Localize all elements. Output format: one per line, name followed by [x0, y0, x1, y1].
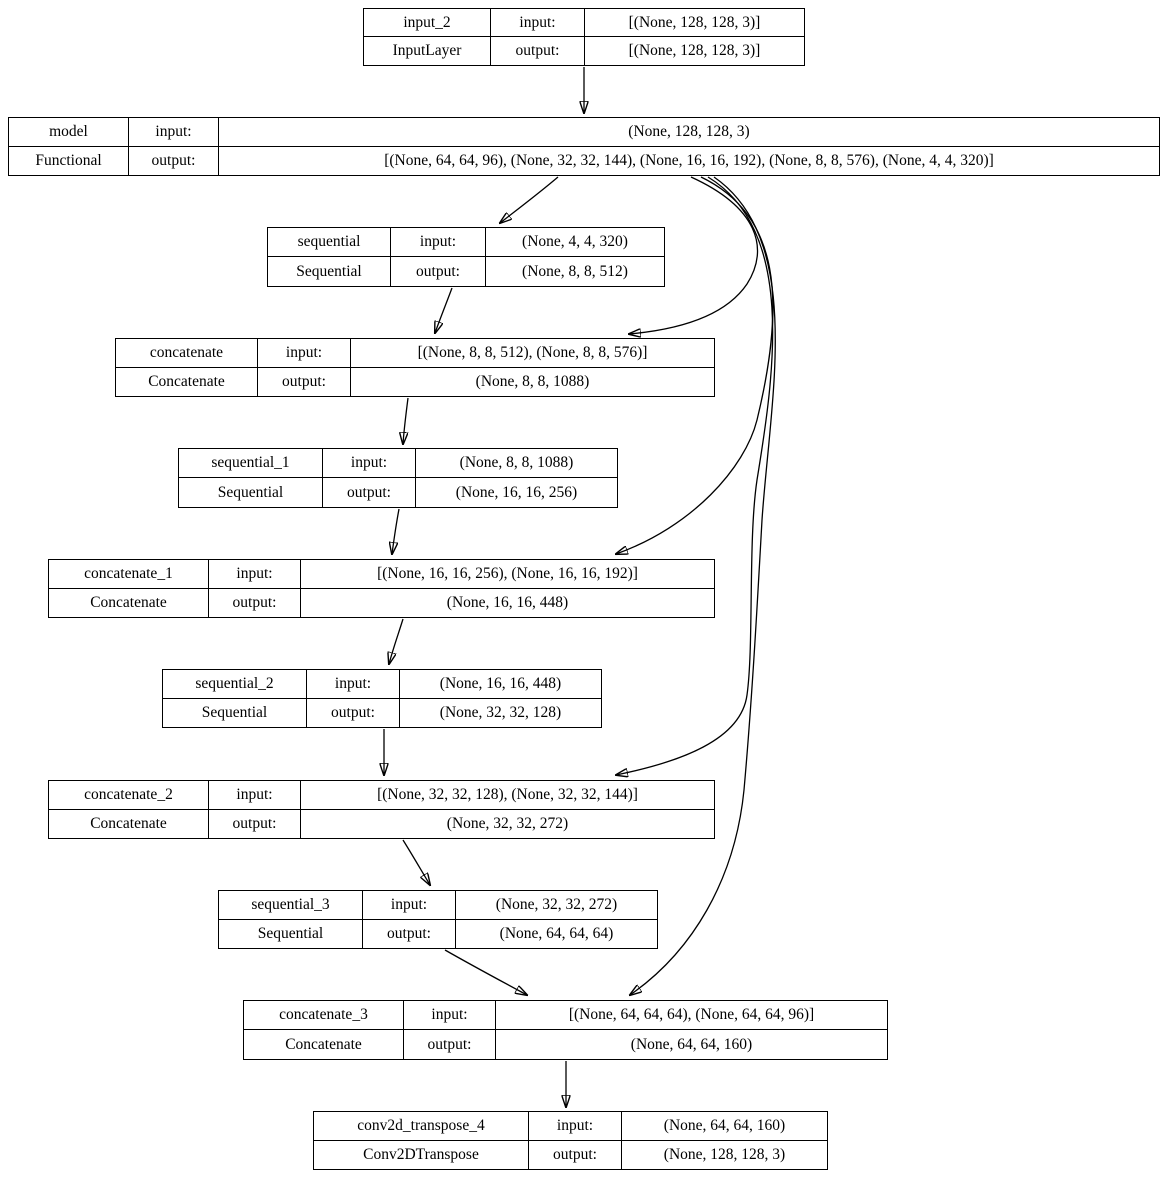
input-shape: [(None, 32, 32, 128), (None, 32, 32, 144…	[301, 781, 714, 810]
output-label: output:	[323, 478, 416, 507]
layer-type: Sequential	[219, 919, 363, 948]
layer-node-concatenate_1: concatenate_1 input: [(None, 16, 16, 256…	[48, 559, 715, 618]
layer-node-model: model input: (None, 128, 128, 3) Functio…	[8, 117, 1160, 176]
input-label: input:	[404, 1001, 496, 1030]
edge-sequential-to-concatenate	[435, 287, 453, 333]
layer-type: Concatenate	[244, 1030, 404, 1059]
edge-concatenate-to-sequential_1	[403, 397, 409, 444]
input-label: input:	[491, 9, 585, 37]
input-shape: [(None, 8, 8, 512), (None, 8, 8, 576)]	[351, 339, 714, 368]
layer-name: input_2	[364, 9, 491, 37]
edge-model-to-concatenate	[629, 176, 759, 334]
layer-name: concatenate_2	[49, 781, 209, 810]
input-shape: [(None, 16, 16, 256), (None, 16, 16, 192…	[301, 560, 714, 589]
output-shape: (None, 64, 64, 64)	[499, 925, 614, 942]
layer-type: Concatenate	[116, 367, 258, 396]
edge-model-to-concatenate_2	[616, 176, 774, 775]
output-shape: (None, 8, 8, 1088)	[475, 373, 590, 390]
output-shape: (None, 8, 8, 512)	[522, 262, 628, 280]
output-label: output:	[258, 367, 351, 396]
layer-node-sequential_1: sequential_1 input: (None, 8, 8, 1088) S…	[178, 448, 618, 508]
layer-node-sequential_2: sequential_2 input: (None, 16, 16, 448) …	[162, 669, 602, 728]
input-label: input:	[258, 339, 351, 368]
layer-node-sequential: sequential input: (None, 4, 4, 320) Sequ…	[267, 227, 665, 287]
output-label: output:	[307, 698, 400, 727]
input-shape: (None, 16, 16, 448)	[400, 670, 601, 699]
layer-node-concatenate: concatenate input: [(None, 8, 8, 512), (…	[115, 338, 715, 397]
layer-name: sequential_3	[219, 891, 363, 920]
input-label: input:	[529, 1112, 622, 1141]
layer-name: concatenate	[116, 339, 258, 368]
output-shape: [(None, 128, 128, 3)]	[628, 42, 761, 60]
input-label: input:	[307, 670, 400, 699]
layer-type: Conv2DTranspose	[314, 1140, 529, 1169]
edge-concatenate_2-to-sequential_3	[402, 839, 430, 885]
input-shape: (None, 64, 64, 160)	[622, 1112, 827, 1141]
input-label: input:	[129, 118, 219, 147]
layer-name: concatenate_3	[244, 1001, 404, 1030]
input-label: input:	[209, 560, 301, 589]
output-shape: (None, 16, 16, 256)	[455, 483, 578, 501]
output-label: output:	[209, 809, 301, 838]
input-shape: (None, 4, 4, 320)	[486, 228, 664, 257]
output-label: output:	[209, 588, 301, 617]
layer-node-input_2: input_2 input: [(None, 128, 128, 3)] Inp…	[363, 8, 805, 66]
layer-node-sequential_3: sequential_3 input: (None, 32, 32, 272) …	[218, 890, 658, 949]
layer-type: Concatenate	[49, 809, 209, 838]
layer-type: Sequential	[163, 698, 307, 727]
input-shape: (None, 32, 32, 272)	[456, 891, 657, 920]
layer-name: concatenate_1	[49, 560, 209, 589]
layer-node-conv2d_transpose_4: conv2d_transpose_4 input: (None, 64, 64,…	[313, 1111, 828, 1170]
layer-type: Concatenate	[49, 588, 209, 617]
input-label: input:	[363, 891, 456, 920]
input-shape: [(None, 128, 128, 3)]	[585, 9, 804, 37]
edge-sequential_3-to-concatenate_3	[444, 949, 527, 995]
output-label: output:	[391, 257, 486, 286]
layer-name: conv2d_transpose_4	[314, 1112, 529, 1141]
output-label: output:	[404, 1030, 496, 1059]
layer-name: model	[9, 118, 129, 147]
layer-name: sequential	[268, 228, 391, 257]
edge-model-to-sequential	[500, 176, 559, 223]
output-label: output:	[363, 919, 456, 948]
output-shape: (None, 32, 32, 128)	[439, 704, 562, 721]
input-label: input:	[209, 781, 301, 810]
output-label: output:	[129, 146, 219, 175]
input-shape: [(None, 64, 64, 64), (None, 64, 64, 96)]	[496, 1001, 887, 1030]
layer-node-concatenate_2: concatenate_2 input: [(None, 32, 32, 128…	[48, 780, 715, 839]
output-shape: (None, 128, 128, 3)	[663, 1146, 786, 1163]
output-label: output:	[529, 1140, 622, 1169]
input-label: input:	[391, 228, 486, 257]
output-label: output:	[491, 37, 585, 65]
layer-name: sequential_2	[163, 670, 307, 699]
layer-type: Sequential	[268, 257, 391, 286]
layer-name: sequential_1	[179, 449, 323, 478]
input-label: input:	[323, 449, 416, 478]
output-shape: (None, 64, 64, 160)	[630, 1035, 753, 1053]
layer-type: Functional	[9, 146, 129, 175]
edge-model-to-concatenate_3	[630, 176, 776, 995]
output-shape: [(None, 64, 64, 96), (None, 32, 32, 144)…	[384, 152, 994, 169]
edge-sequential_1-to-concatenate_1	[392, 508, 400, 554]
input-shape: (None, 8, 8, 1088)	[416, 449, 617, 478]
input-shape: (None, 128, 128, 3)	[219, 118, 1159, 147]
layer-node-concatenate_3: concatenate_3 input: [(None, 64, 64, 64)…	[243, 1000, 888, 1060]
output-shape: (None, 16, 16, 448)	[446, 594, 569, 611]
layer-type: InputLayer	[364, 37, 491, 65]
edge-concatenate_1-to-sequential_2	[389, 618, 404, 664]
layer-type: Sequential	[179, 478, 323, 507]
output-shape: (None, 32, 32, 272)	[446, 815, 569, 832]
